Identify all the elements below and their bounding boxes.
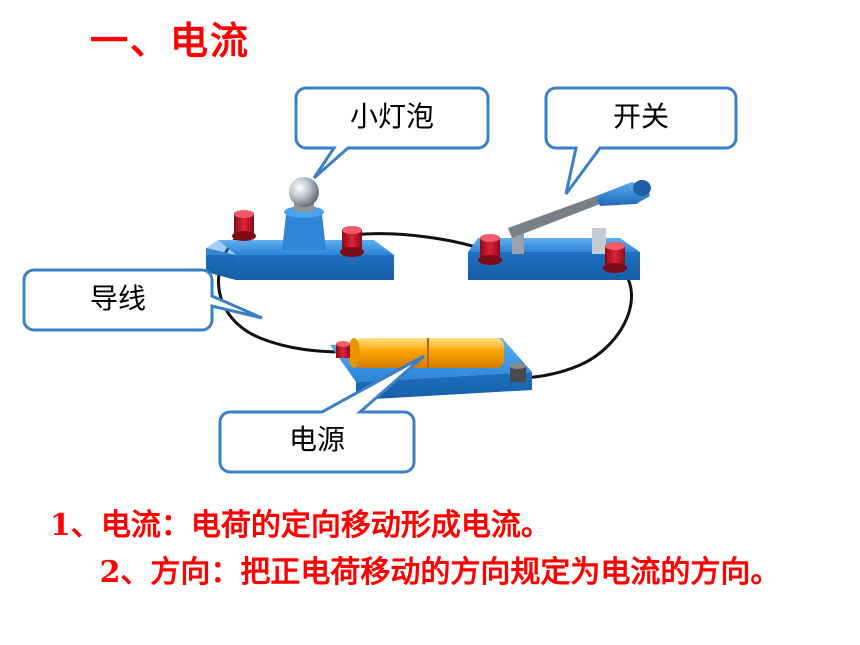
callout-label-switch: 开关: [612, 100, 669, 133]
bulb-board: [206, 177, 394, 280]
terminal: [340, 226, 364, 257]
terminal: [603, 242, 627, 273]
terminal: [478, 234, 502, 265]
callout-wire: [22, 268, 263, 332]
callout-label-bulb: 小灯泡: [349, 100, 434, 133]
battery-holder: [330, 338, 532, 400]
callout-label-wire: 导线: [89, 282, 146, 315]
callout-switch: [544, 86, 738, 195]
callout-label-battery: 电源: [288, 423, 345, 456]
slide-title: 一、电流: [90, 19, 251, 63]
callout-bulb: [294, 86, 490, 180]
direction-line: 2、方向：把正电荷移动的方向规定为电流的方向。: [99, 555, 781, 590]
bulb-icon: [289, 177, 319, 207]
terminal: [232, 210, 256, 241]
definition-line: 1、电流：电荷的定向移动形成电流。: [50, 508, 551, 543]
callout-battery: [218, 354, 425, 474]
